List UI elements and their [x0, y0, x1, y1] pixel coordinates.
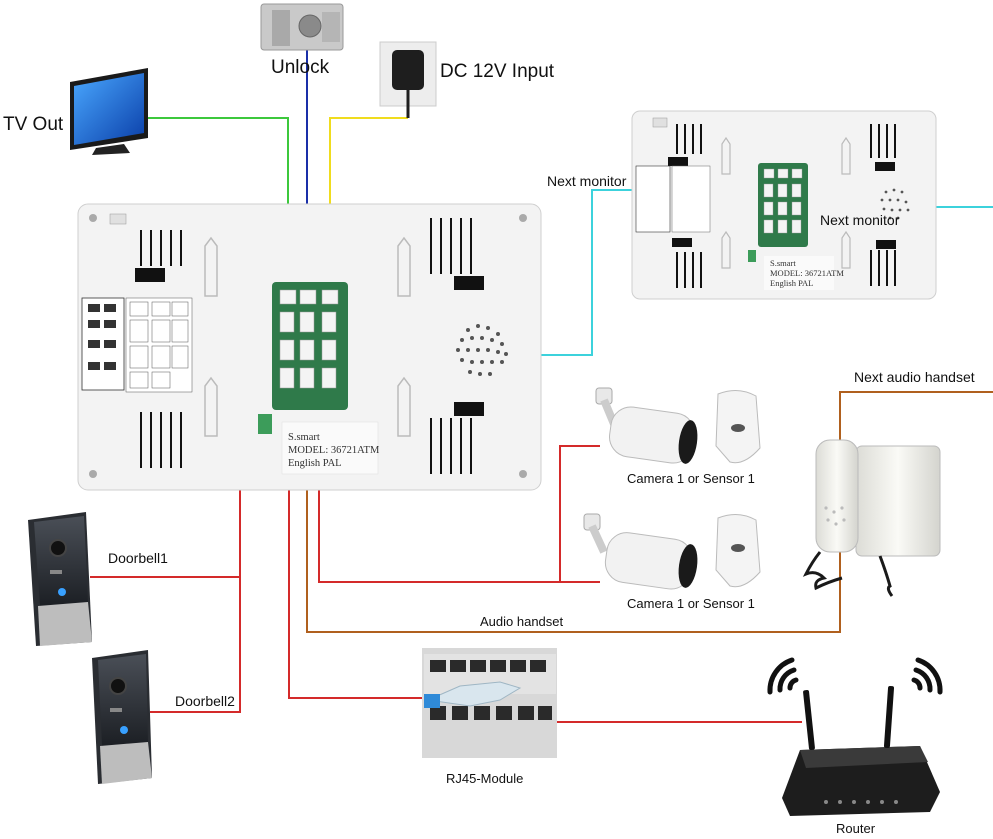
doorbell2-icon: [92, 650, 152, 784]
doorbell2-label: Doorbell2: [175, 693, 235, 709]
doorbell1-icon: [28, 512, 92, 646]
main-monitor-model: MODEL: 36721ATM: [288, 445, 380, 456]
next-monitor-model: MODEL: 36721ATM: [770, 268, 844, 278]
unlock-label: Unlock: [271, 57, 330, 78]
lock-icon: [260, 3, 344, 51]
router-icon: [782, 686, 940, 816]
doorbell1-label: Doorbell1: [108, 550, 168, 566]
next-monitor-label-right: Next monitor: [820, 212, 900, 228]
doorbell2-wire: [150, 577, 241, 713]
main-monitor-plate: S.smart MODEL: 36721ATM English PAL: [288, 431, 379, 470]
next-monitor-label-left: Next monitor: [547, 173, 627, 189]
next-audio-handset-wire: [839, 391, 993, 452]
camera-sensor-label-bottom: Camera 1 or Sensor 1: [627, 596, 755, 611]
main-monitor-version: English PAL: [288, 458, 342, 469]
audio-handset-icon: [802, 439, 941, 597]
rj45-module-icon: [422, 648, 557, 758]
tv-out-label: TV Out: [3, 114, 64, 135]
next-monitor-plate: S.smart MODEL: 36721ATM English PAL: [770, 258, 844, 288]
router-label: Router: [836, 821, 876, 836]
camera-2-icon: [583, 513, 698, 590]
sensor-2-icon: [715, 514, 761, 588]
next-audio-handset-label: Next audio handset: [854, 369, 975, 385]
power-adapter-icon: [379, 41, 437, 118]
wifi-right-icon: [911, 657, 943, 695]
audio-handset-label: Audio handset: [480, 614, 564, 629]
rj45-module-label: RJ45-Module: [446, 771, 524, 786]
next-monitor-version: English PAL: [770, 278, 814, 288]
next-monitor: [631, 110, 937, 300]
main-monitor-brand: S.smart: [288, 432, 320, 443]
wifi-left-icon: [767, 657, 799, 695]
camera-sensor-label-top: Camera 1 or Sensor 1: [627, 471, 755, 486]
next-monitor-brand: S.smart: [770, 258, 796, 268]
sensor-1-icon: [715, 390, 761, 464]
tv-icon: [70, 68, 148, 155]
audio-handset-wire: [306, 380, 841, 633]
dc-input-label: DC 12V Input: [440, 61, 555, 82]
main-monitor: [77, 203, 542, 491]
camera-1-icon: [595, 387, 698, 464]
